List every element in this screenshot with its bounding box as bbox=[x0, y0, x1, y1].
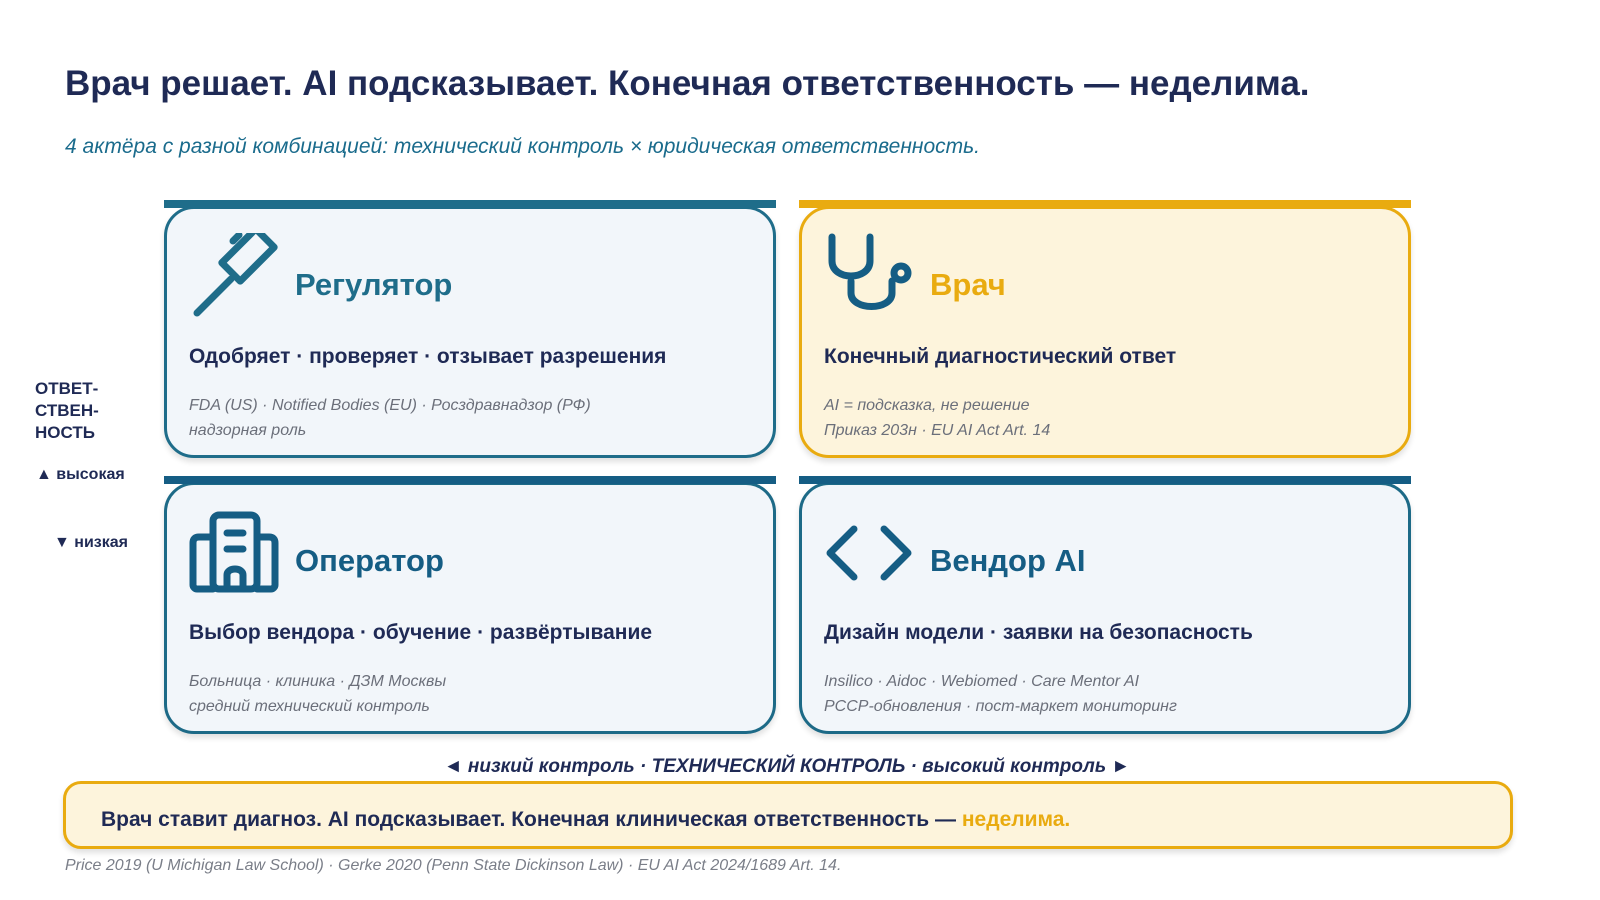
card-doctor: Врач Конечный диагностический ответ AI =… bbox=[799, 200, 1411, 458]
card-regulator-note-2: надзорная роль bbox=[189, 422, 307, 439]
card-regulator-note-1: FDA (US) · Notified Bodies (EU) · Росздр… bbox=[189, 397, 591, 414]
card-vendor-title: Вендор AI bbox=[930, 543, 1086, 578]
card-vendor-bar bbox=[799, 476, 1411, 484]
card-regulator-title: Регулятор bbox=[295, 267, 453, 302]
card-doctor-note-2: Приказ 203н · EU AI Act Art. 14 bbox=[824, 422, 1051, 439]
card-doctor-title: Врач bbox=[930, 267, 1006, 302]
axis-y-high-label: ▲ высокая bbox=[36, 466, 125, 483]
card-regulator-bar bbox=[164, 200, 776, 208]
card-vendor-note-2: PCCP-обновления · пост-маркет мониторинг bbox=[824, 698, 1177, 715]
card-operator-bar bbox=[164, 476, 776, 484]
card-operator-note-1: Больница · клиника · ДЗМ Москвы bbox=[189, 673, 447, 690]
axis-y-low-label: ▼ низкая bbox=[54, 534, 128, 551]
card-doctor-role: Конечный диагностический ответ bbox=[824, 345, 1177, 368]
banner-highlight: неделима. bbox=[961, 808, 1071, 831]
card-doctor-bar bbox=[799, 200, 1411, 208]
card-regulator: Регулятор Одобряет · проверяет · отзывае… bbox=[164, 200, 776, 458]
card-doctor-note-1: AI = подсказка, не решение bbox=[824, 397, 1030, 414]
page-title: Врач решает. AI подсказывает. Конечная о… bbox=[65, 64, 1310, 103]
banner-text: Врач ставит диагноз. AI подсказывает. Ко… bbox=[101, 808, 962, 831]
card-operator-note-2: средний технический контроль bbox=[189, 698, 430, 715]
page-subtitle: 4 актёра с разной комбинацией: техническ… bbox=[65, 135, 981, 158]
card-regulator-role: Одобряет · проверяет · отзывает разрешен… bbox=[189, 345, 667, 368]
banner-text-container: Врач ставит диагноз. AI подсказывает. Ко… bbox=[101, 808, 1070, 832]
card-operator: Оператор Выбор вендора · обучение · разв… bbox=[164, 476, 776, 734]
axis-y-title: ОТВЕТ- СТВЕН- НОСТЬ bbox=[35, 379, 99, 442]
card-vendor: Вендор AI Дизайн модели · заявки на безо… bbox=[799, 476, 1411, 734]
hospital-building-icon bbox=[189, 509, 279, 599]
card-vendor-note-1: Insilico · Aidoc · Webiomed · Care Mento… bbox=[824, 673, 1140, 690]
stethoscope-icon bbox=[824, 233, 914, 323]
card-vendor-role: Дизайн модели · заявки на безопасность bbox=[824, 621, 1253, 644]
gavel-icon bbox=[189, 225, 279, 323]
card-operator-role: Выбор вендора · обучение · развёртывание bbox=[189, 621, 653, 644]
axis-x-label: ◄ низкий контроль · ТЕХНИЧЕСКИЙ КОНТРОЛЬ… bbox=[443, 756, 1131, 777]
card-operator-title: Оператор bbox=[295, 543, 444, 578]
source-citation: Price 2019 (U Michigan Law School) · Ger… bbox=[65, 857, 842, 874]
code-brackets-icon bbox=[824, 509, 914, 599]
key-message-banner: Врач ставит диагноз. AI подсказывает. Ко… bbox=[63, 781, 1513, 849]
